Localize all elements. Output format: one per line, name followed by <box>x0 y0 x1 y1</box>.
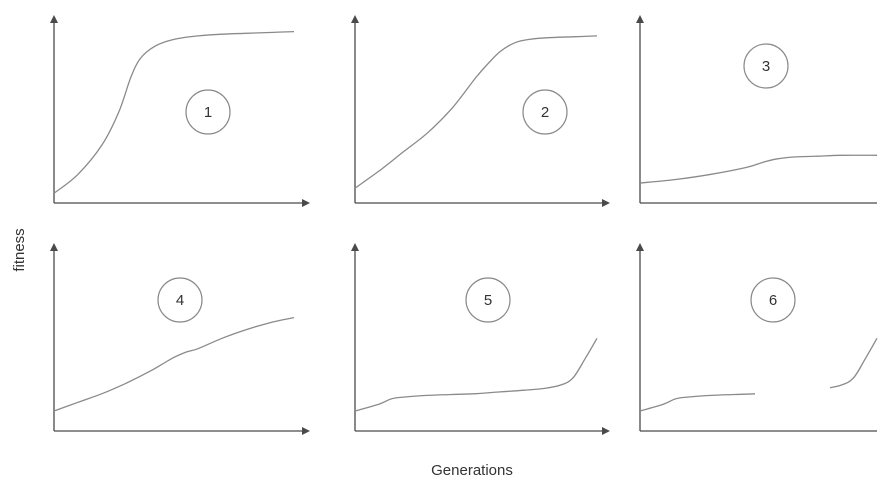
y-axis-arrow <box>351 243 359 251</box>
fitness-curve <box>53 316 295 412</box>
y-axis-arrow <box>351 15 359 23</box>
panel-5: 5 <box>351 243 610 435</box>
panel-number-label: 6 <box>769 292 777 309</box>
fitness-curve <box>354 337 598 412</box>
panel-number-label: 2 <box>541 104 549 121</box>
panel-number-badge <box>743 43 789 89</box>
x-axis-arrow <box>302 427 310 435</box>
x-axis-arrow <box>602 427 610 435</box>
panel-number-label: 4 <box>176 292 184 309</box>
panel-number-badge <box>750 277 796 323</box>
panel-number-badge <box>157 277 203 323</box>
panel-number-label: 3 <box>762 58 770 75</box>
y-axis-arrow <box>50 15 58 23</box>
panel-number-label: 1 <box>204 104 212 121</box>
panel-2: 2 <box>351 15 610 207</box>
fitness-curve <box>53 30 295 194</box>
fitness-curve <box>354 35 598 189</box>
x-axis-arrow <box>302 199 310 207</box>
panel-number-label: 5 <box>484 292 492 309</box>
occluding-white-box <box>755 383 830 405</box>
y-axis-label: fitness <box>11 228 28 271</box>
panel-number-badge <box>465 277 511 323</box>
panel-3: 3 <box>636 15 878 204</box>
panel-number-badge <box>185 89 231 135</box>
y-axis-arrow <box>50 243 58 251</box>
panel-4: 4 <box>50 243 310 435</box>
x-axis-label: Generations <box>431 462 513 479</box>
fitness-curve <box>639 154 878 184</box>
panel-1: 1 <box>50 15 310 207</box>
panels-group: 1 2 3 4 5 6 <box>50 15 878 435</box>
x-axis-arrow <box>602 199 610 207</box>
y-axis-arrow <box>636 243 644 251</box>
panel-number-badge <box>522 89 568 135</box>
y-axis-arrow <box>636 15 644 23</box>
